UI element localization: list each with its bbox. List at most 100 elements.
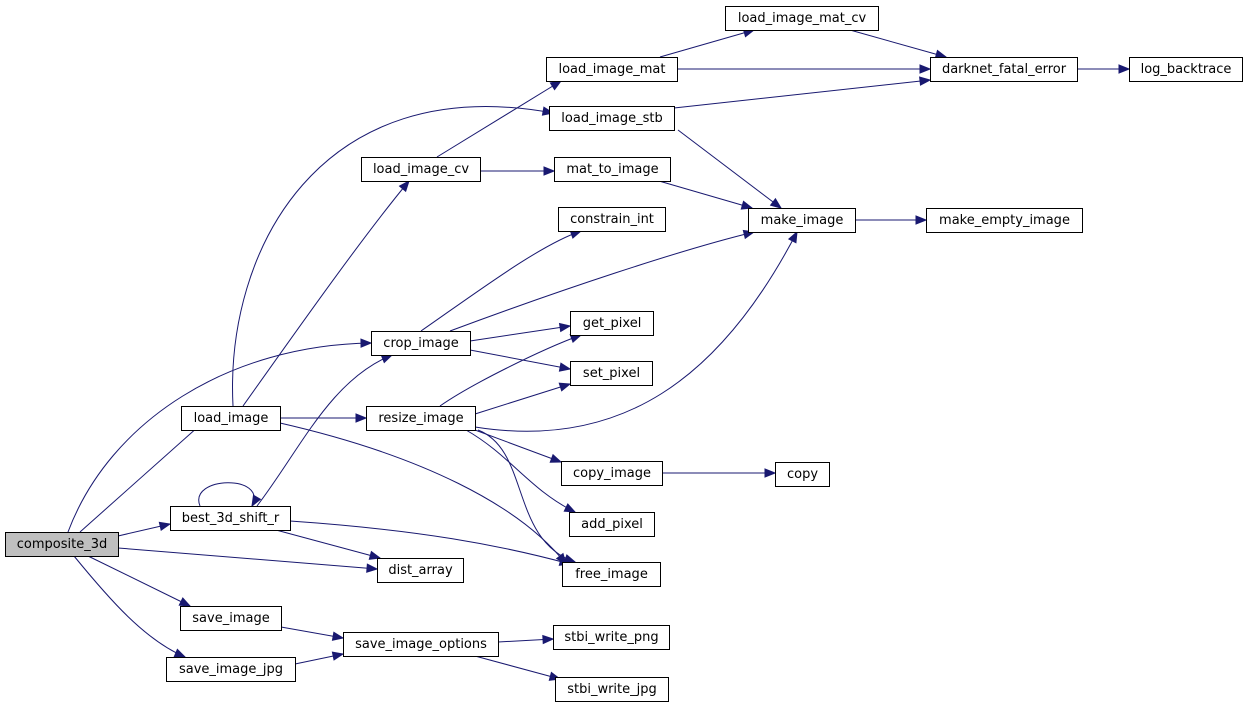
arrowhead: [769, 197, 783, 209]
edge-composite_3d-to-save_image_jpg: [73, 555, 187, 658]
node-box: [554, 157, 671, 182]
edge-resize_image-to-set_pixel: [474, 382, 572, 415]
node-label: composite_3d: [17, 537, 107, 552]
arrowhead: [558, 382, 572, 392]
node-label: crop_image: [383, 336, 458, 351]
arrowhead: [366, 563, 379, 573]
node-label: best_3d_shift_r: [182, 511, 280, 526]
edge-load_image_mat-to-darknet_fatal_error: [677, 64, 932, 74]
node-free-image[interactable]: free_image: [562, 562, 661, 587]
node-make-image[interactable]: make_image: [748, 208, 856, 233]
edge-load_image_stb-to-make_image: [677, 129, 783, 209]
edge-load_image-to-load_image_cv: [242, 179, 410, 407]
node-box: [361, 157, 481, 182]
node-label: stbi_write_jpg: [567, 682, 657, 697]
edge-crop_image-to-set_pixel: [469, 349, 572, 372]
node-box: [343, 632, 499, 657]
node-constrain-int[interactable]: constrain_int: [558, 207, 666, 232]
node-darknet-fatal-error[interactable]: darknet_fatal_error: [930, 57, 1078, 82]
node-log-backtrace[interactable]: log_backtrace: [1129, 57, 1243, 82]
arrowhead: [787, 230, 798, 244]
node-label: add_pixel: [581, 517, 643, 532]
arrowhead: [558, 362, 572, 372]
edge-line: [677, 129, 782, 209]
arrowhead: [919, 64, 932, 74]
node-box: [725, 6, 879, 31]
node-label: load_image: [194, 411, 269, 426]
node-box: [377, 558, 464, 583]
node-box: [366, 406, 476, 431]
node-crop-image[interactable]: crop_image: [371, 331, 471, 356]
node-stbi-write-jpg[interactable]: stbi_write_jpg: [555, 677, 669, 702]
node-copy-image[interactable]: copy_image: [561, 461, 663, 486]
arrowhead: [355, 413, 368, 423]
edge-line: [256, 354, 393, 507]
node-load-image-cv[interactable]: load_image_cv: [361, 157, 481, 182]
edge-line: [474, 383, 571, 415]
edge-line: [79, 417, 209, 533]
arrowhead: [360, 338, 373, 348]
node-copy[interactable]: copy: [775, 462, 830, 487]
node-save-image-options[interactable]: save_image_options: [343, 632, 499, 657]
edge-layer: [67, 28, 1131, 681]
node-box: [748, 208, 856, 233]
edge-save_image_jpg-to-save_image_options: [294, 651, 345, 665]
edge-line: [117, 547, 378, 570]
node-load-image-stb[interactable]: load_image_stb: [549, 106, 675, 131]
arrowhead: [919, 76, 932, 86]
node-load-image-mat-cv[interactable]: load_image_mat_cv: [725, 6, 879, 31]
node-make-empty-image[interactable]: make_empty_image: [926, 208, 1083, 233]
arrowhead: [934, 49, 948, 59]
edge-crop_image-to-get_pixel: [469, 322, 572, 342]
arrowhead: [368, 550, 382, 560]
node-label: get_pixel: [583, 316, 642, 331]
arrowhead: [1118, 64, 1131, 74]
edge-resize_image-to-make_image: [474, 230, 798, 432]
edge-save_image_options-to-stbi_write_png: [497, 634, 555, 645]
node-box: [562, 562, 661, 587]
node-dist-array[interactable]: dist_array: [377, 558, 464, 583]
edge-line: [474, 231, 798, 432]
node-box: [558, 207, 666, 232]
node-label: save_image_jpg: [179, 662, 283, 677]
edge-line: [474, 429, 562, 463]
arrowhead: [251, 494, 262, 508]
node-resize-image[interactable]: resize_image: [366, 406, 476, 431]
edge-line: [232, 106, 554, 407]
node-composite-3d[interactable]: composite_3d: [5, 532, 119, 557]
node-label: save_image: [192, 611, 269, 626]
node-label: make_empty_image: [939, 213, 1070, 228]
node-save-image[interactable]: save_image: [180, 606, 282, 631]
node-best-3d-shift-r[interactable]: best_3d_shift_r: [170, 506, 291, 531]
edge-crop_image-to-constrain_int: [420, 229, 583, 332]
node-save-image-jpg[interactable]: save_image_jpg: [166, 657, 296, 682]
node-box: [561, 461, 663, 486]
edge-resize_image-to-free_image: [477, 429, 577, 564]
edge-load_image_mat_cv-to-darknet_fatal_error: [849, 29, 948, 59]
node-label: constrain_int: [570, 212, 654, 227]
node-box: [555, 677, 669, 702]
node-label: log_backtrace: [1141, 62, 1232, 77]
node-get-pixel[interactable]: get_pixel: [570, 311, 654, 336]
edge-resize_image-to-add_pixel: [465, 429, 577, 513]
node-stbi-write-png[interactable]: stbi_write_png: [553, 625, 670, 650]
arrowhead: [178, 597, 192, 607]
edge-save_image-to-save_image_options: [280, 626, 345, 641]
edge-line: [849, 29, 947, 58]
node-box: [180, 606, 282, 631]
node-set-pixel[interactable]: set_pixel: [570, 361, 653, 386]
arrowhead: [563, 503, 577, 513]
node-add-pixel[interactable]: add_pixel: [569, 512, 655, 537]
edge-line: [477, 429, 576, 563]
node-box: [1129, 57, 1243, 82]
node-load-image[interactable]: load_image: [181, 406, 281, 431]
arrowhead: [915, 215, 928, 225]
edge-copy_image-to-copy: [662, 468, 777, 478]
node-load-image-mat[interactable]: load_image_mat: [546, 57, 678, 82]
edge-line: [275, 529, 381, 559]
node-label: resize_image: [378, 411, 463, 426]
node-label: save_image_options: [355, 637, 487, 652]
arrowhead: [558, 322, 572, 333]
node-mat-to-image[interactable]: mat_to_image: [554, 157, 671, 182]
edge-line: [198, 482, 255, 507]
